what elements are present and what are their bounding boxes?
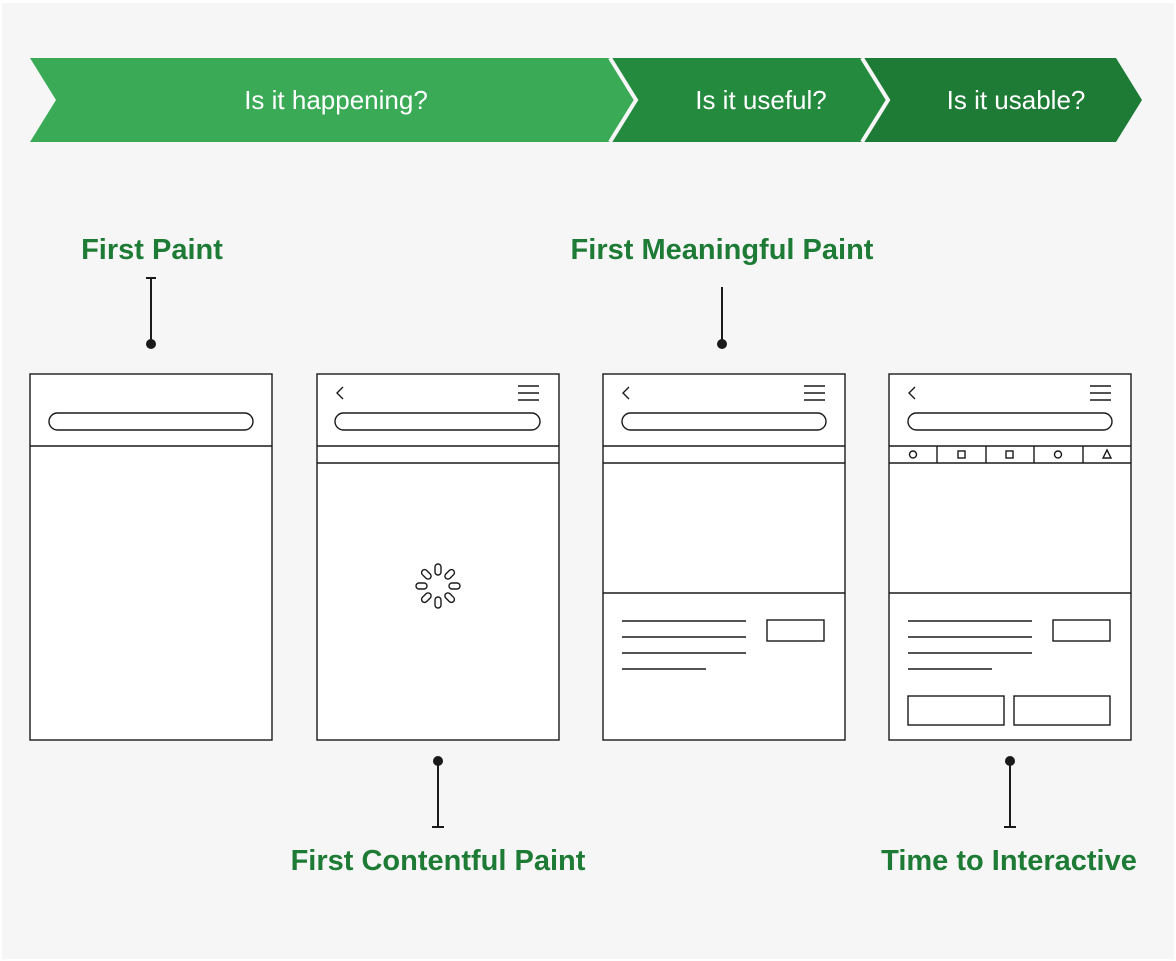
metric-label-time-to-interactive: Time to Interactive: [881, 845, 1137, 877]
stage-label-happening: Is it happening?: [244, 85, 428, 115]
square-icon: [1005, 450, 1014, 459]
hamburger-menu-icon: [1090, 385, 1111, 401]
metric-label-first-contentful-paint: First Contentful Paint: [291, 845, 586, 877]
loading-spinner-icon: [415, 563, 461, 609]
pointer-first-paint: [146, 277, 156, 349]
stage-label-usable: Is it usable?: [947, 85, 1086, 115]
phone-first-contentful-paint: [316, 373, 560, 741]
action-button-right: [1013, 695, 1111, 726]
metric-label-first-meaningful-paint: First Meaningful Paint: [571, 234, 874, 266]
phone-first-paint: [29, 373, 273, 741]
square-icon: [957, 450, 966, 459]
circle-icon: [908, 450, 918, 459]
back-arrow-icon: [336, 386, 344, 400]
circle-icon: [1053, 450, 1063, 459]
hamburger-menu-icon: [518, 385, 539, 401]
content-button: [1052, 619, 1111, 642]
text-lines: [622, 620, 746, 670]
pointer-first-meaningful-paint: [717, 287, 727, 349]
pointer-time-to-interactive: [1004, 756, 1016, 828]
address-bar: [334, 412, 541, 431]
back-arrow-icon: [908, 386, 916, 400]
content-button: [766, 619, 825, 642]
address-bar: [48, 412, 254, 431]
stage-chevron-useful: [612, 58, 890, 142]
text-lines: [908, 620, 1032, 670]
metric-label-first-paint: First Paint: [81, 234, 223, 266]
triangle-icon: [1101, 448, 1113, 459]
stage-chevron-happening: [30, 58, 638, 142]
action-button-left: [907, 695, 1005, 726]
phone-time-to-interactive: [888, 373, 1132, 741]
address-bar: [621, 412, 827, 431]
pointer-first-contentful-paint: [432, 756, 444, 828]
phone-first-meaningful-paint: [602, 373, 846, 741]
address-bar: [907, 412, 1113, 431]
stage-chevron-usable: [864, 58, 1142, 142]
nav-tab-bar: [908, 446, 1113, 463]
stage-label-useful: Is it useful?: [695, 85, 827, 115]
hamburger-menu-icon: [804, 385, 825, 401]
back-arrow-icon: [622, 386, 630, 400]
